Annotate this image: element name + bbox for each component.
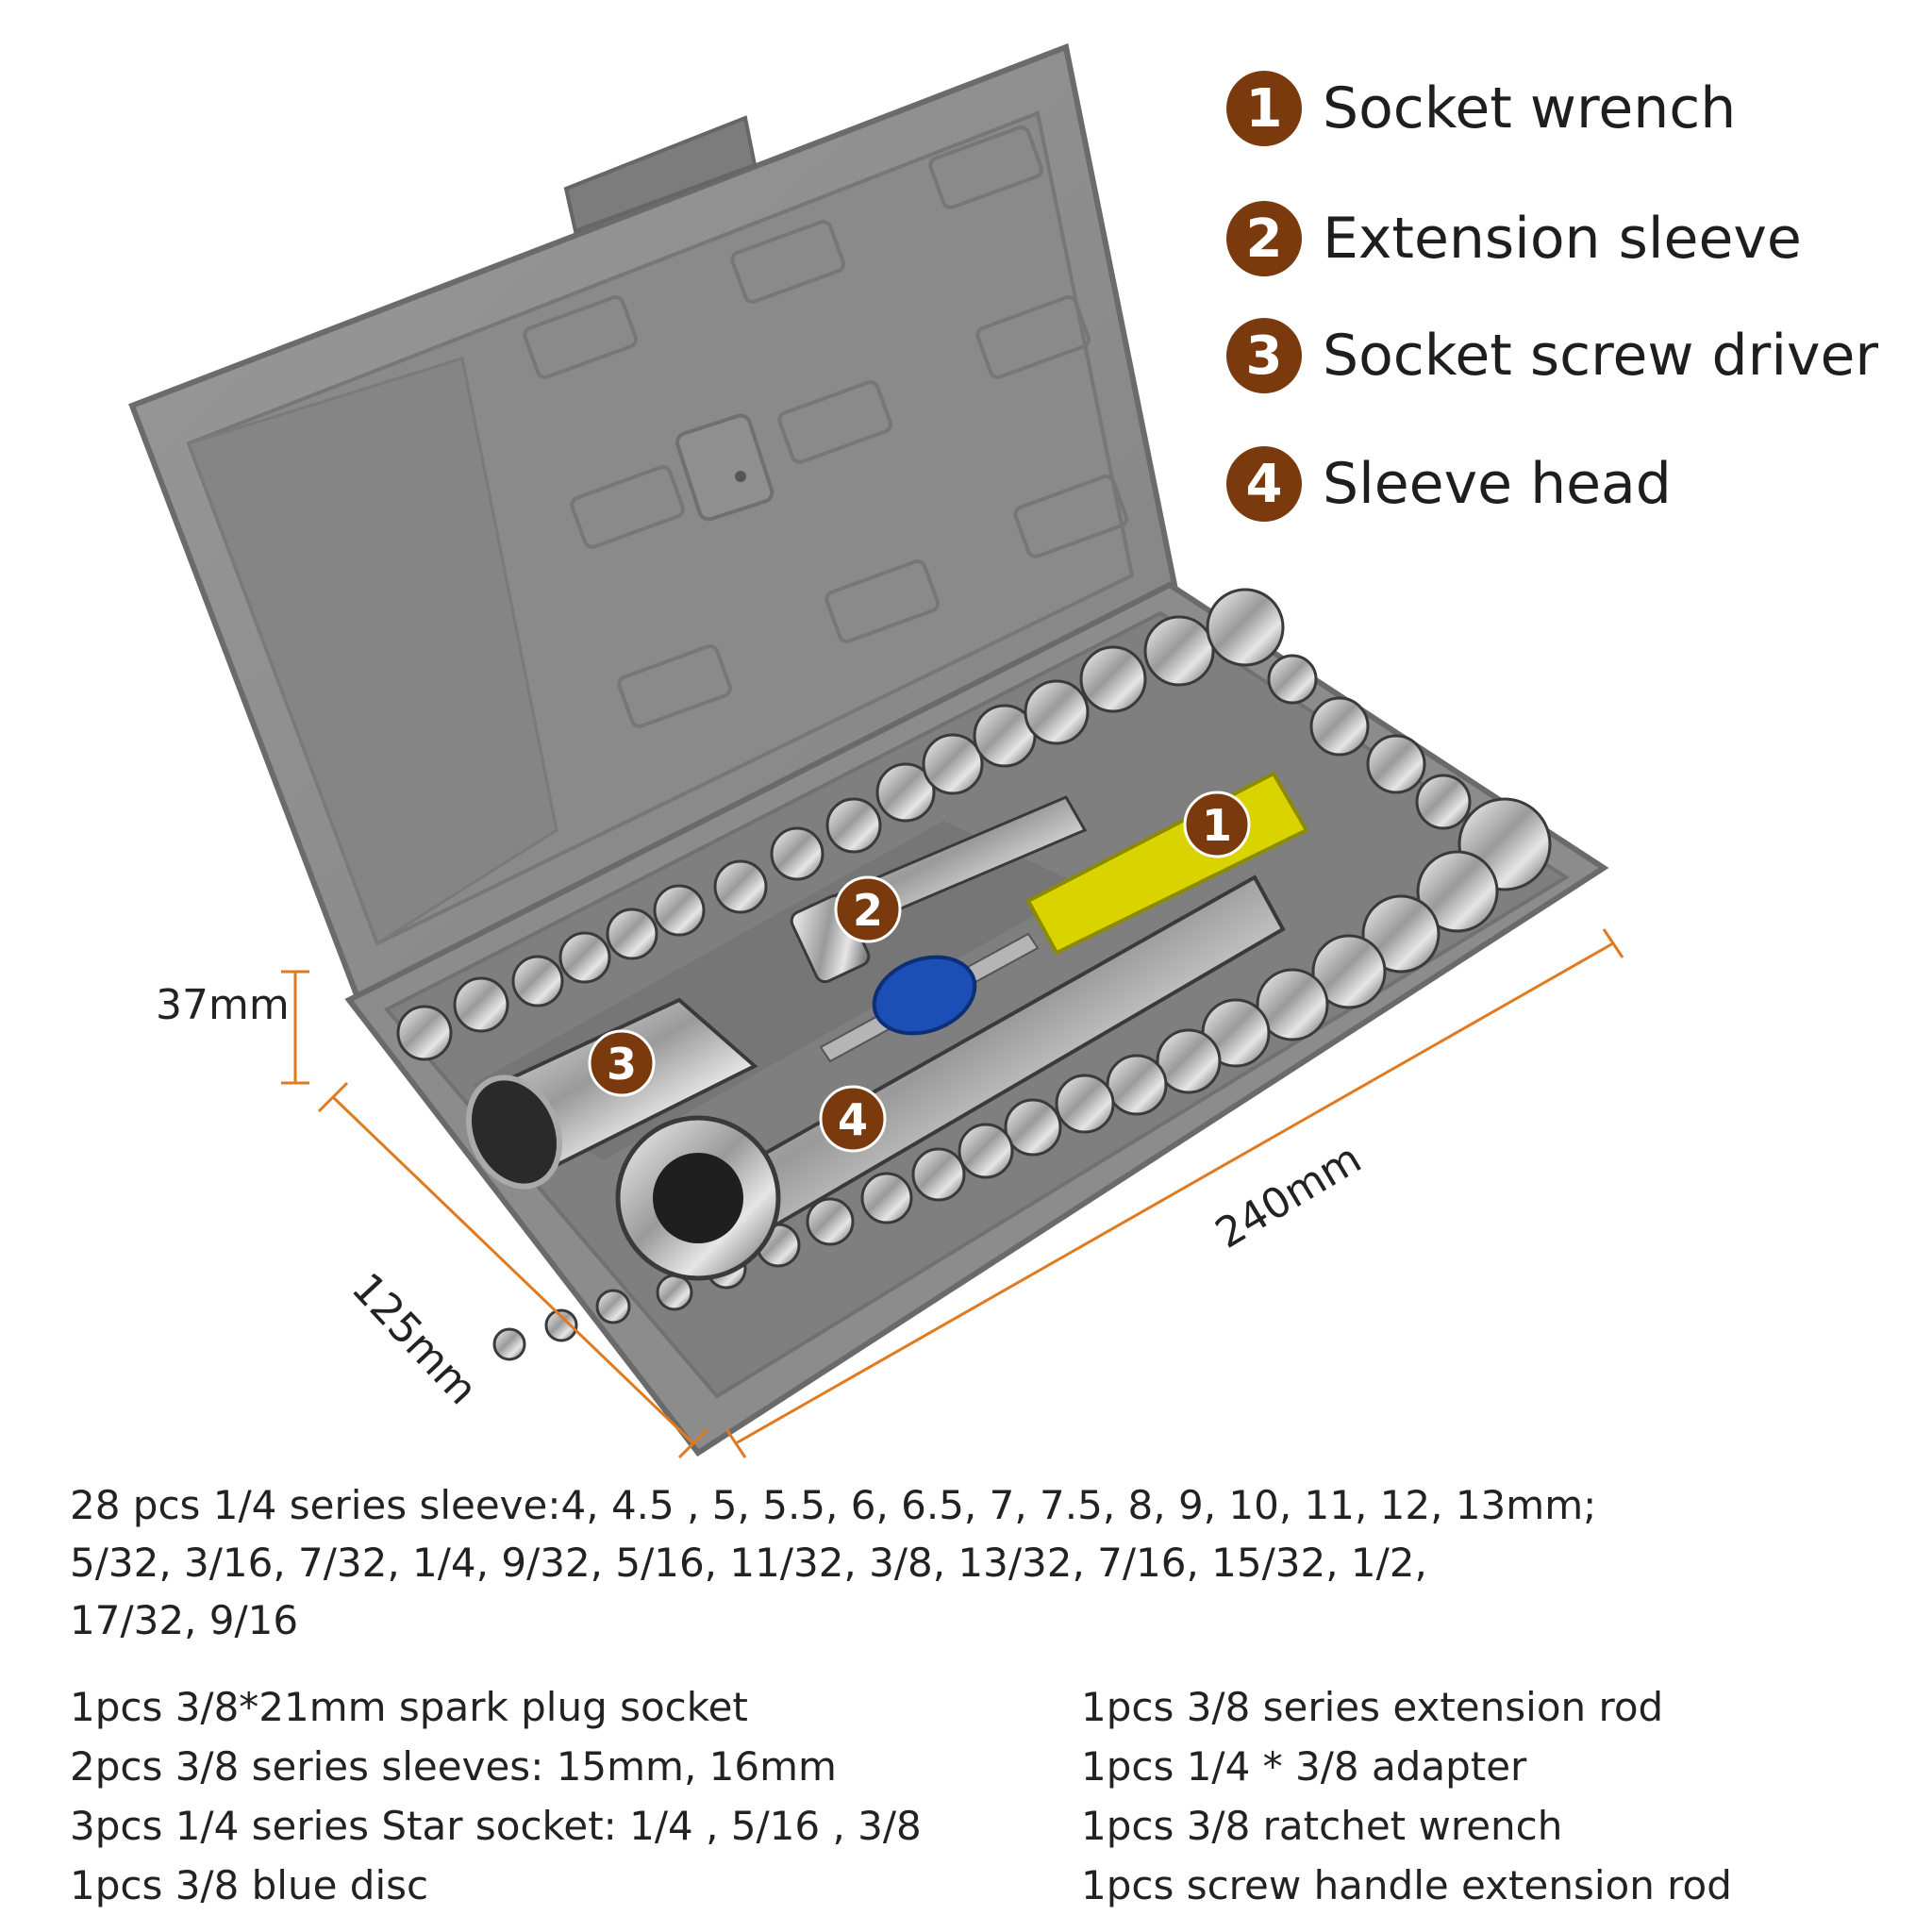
legend-number-badge: 4 — [1226, 446, 1302, 522]
product-photo: 1 2 3 4 — [128, 42, 1624, 1459]
svg-text:1: 1 — [1202, 800, 1232, 851]
svg-text:2: 2 — [853, 885, 883, 936]
sleeve-spec-line-1: 28 pcs 1/4 series sleeve:4, 4.5 , 5, 5.5… — [70, 1482, 1597, 1528]
callout-2: 2 — [834, 875, 902, 943]
legend-label: Socket wrench — [1323, 75, 1737, 142]
legend-number-badge: 1 — [1226, 71, 1302, 146]
sleeve-spec-line-2: 5/32, 3/16, 7/32, 1/4, 9/32, 5/16, 11/32… — [70, 1540, 1427, 1586]
legend-label: Socket screw driver — [1323, 323, 1879, 389]
legend-item-socket-screw-driver: 3 Socket screw driver — [1226, 313, 1878, 398]
spec-right-3: 1pcs 3/8 ratchet wrench — [1081, 1803, 1563, 1849]
blue-disc — [872, 955, 977, 1036]
legend-label: Extension sleeve — [1323, 206, 1802, 272]
legend-label: Sleeve head — [1323, 451, 1672, 517]
spec-left-4: 1pcs 3/8 blue disc — [70, 1862, 429, 1908]
legend-item-socket-wrench: 1 Socket wrench — [1226, 66, 1736, 151]
dimension-height-label: 37mm — [156, 981, 290, 1029]
legend-number-badge: 2 — [1226, 201, 1302, 276]
callout-1: 1 — [1183, 791, 1251, 858]
legend-number-badge: 3 — [1226, 318, 1302, 393]
callout-4: 4 — [819, 1085, 887, 1153]
legend-item-extension-sleeve: 2 Extension sleeve — [1226, 196, 1802, 281]
callout-3: 3 — [588, 1029, 656, 1097]
spec-left-2: 2pcs 3/8 series sleeves: 15mm, 16mm — [70, 1743, 837, 1790]
spec-right-4: 1pcs screw handle extension rod — [1081, 1862, 1732, 1908]
spec-left-1: 1pcs 3/8*21mm spark plug socket — [70, 1684, 748, 1730]
spec-left-3: 3pcs 1/4 series Star socket: 1/4 , 5/16 … — [70, 1803, 922, 1849]
legend-item-sleeve-head: 4 Sleeve head — [1226, 441, 1672, 526]
svg-text:3: 3 — [607, 1039, 637, 1090]
spec-right-2: 1pcs 1/4 * 3/8 adapter — [1081, 1743, 1527, 1790]
sleeve-spec-block: 28 pcs 1/4 series sleeve:4, 4.5 , 5, 5.5… — [70, 1476, 1862, 1649]
spec-right-1: 1pcs 3/8 series extension rod — [1081, 1684, 1664, 1730]
case-lid — [128, 42, 1178, 1005]
dimension-lines — [281, 928, 1624, 1459]
sleeve-spec-line-3: 17/32, 9/16 — [70, 1597, 299, 1643]
svg-text:4: 4 — [838, 1094, 868, 1145]
